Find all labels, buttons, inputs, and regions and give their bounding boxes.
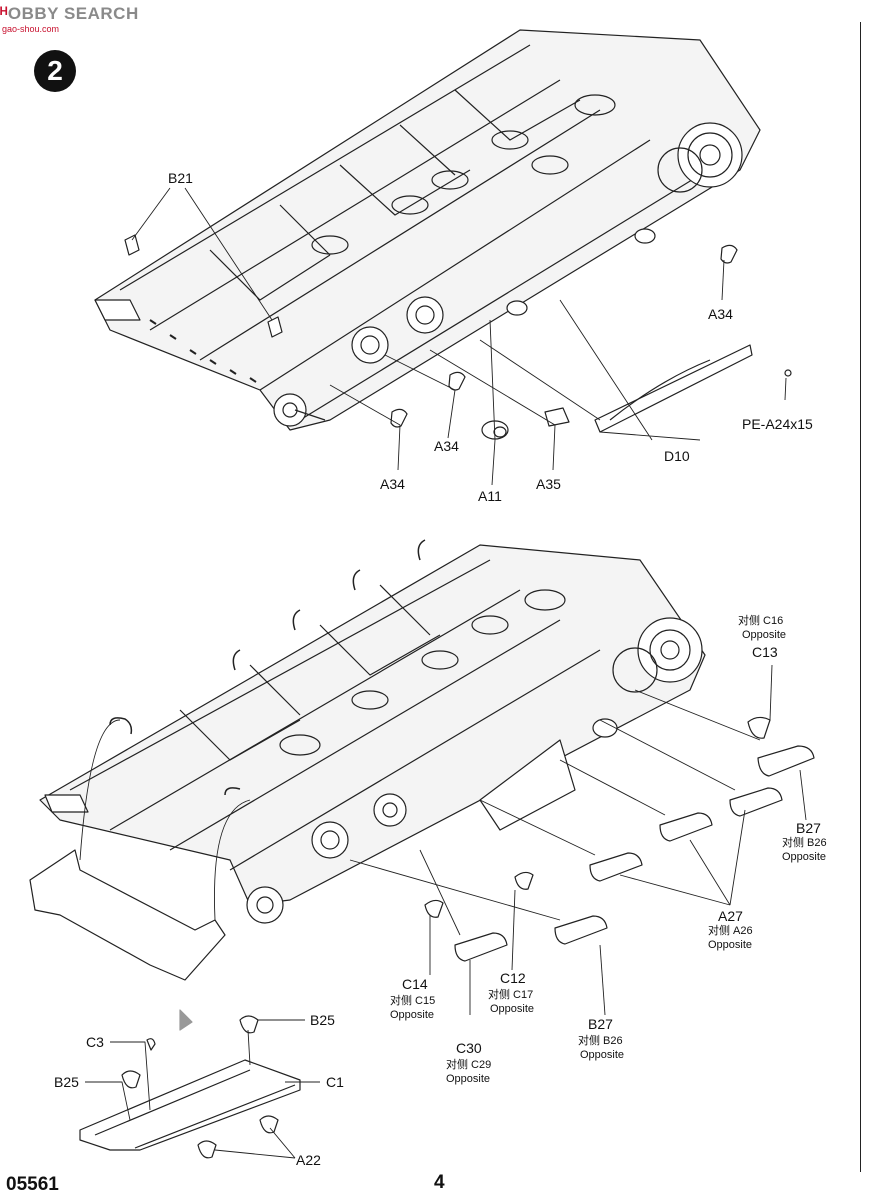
label-a11: A11	[478, 488, 502, 504]
torsion-arms	[424, 716, 815, 962]
label-a27: A27	[718, 908, 743, 924]
label-c16-opposite-line: 对侧 C16	[738, 615, 784, 627]
label-a22: A22	[296, 1152, 321, 1168]
step-number-badge: 2	[34, 50, 76, 92]
label-b26-right-opposite: Opposite	[782, 851, 827, 863]
label-c14: C14	[402, 976, 428, 992]
label-c15-line: 对侧 C15	[390, 995, 436, 1007]
label-b27-right: B27	[796, 820, 821, 836]
watermark-brand-a: ᴴ	[0, 4, 8, 23]
label-c29-line: 对侧 C29	[446, 1059, 492, 1071]
label-a35: A35	[536, 476, 561, 492]
page-number: 4	[434, 1172, 445, 1193]
watermark: ᴴOBBY SEARCH	[0, 4, 139, 24]
watermark-site: gao-shou.com	[2, 24, 60, 34]
label-c17-opposite: Opposite	[490, 1003, 535, 1015]
upper-hull-assembly	[94, 29, 761, 431]
label-b25-left: B25	[54, 1074, 79, 1090]
label-b21: B21	[168, 170, 193, 186]
label-c13: C13	[752, 644, 778, 660]
watermark-brand-b: OBBY SEARCH	[7, 4, 139, 23]
label-b25-top: B25	[310, 1012, 335, 1028]
label-d10: D10	[664, 448, 690, 464]
label-b26-right-line: 对侧 B26	[782, 837, 827, 849]
product-code: 05561	[6, 1174, 59, 1195]
label-c30: C30	[456, 1040, 482, 1056]
lower-leaders	[349, 664, 807, 1016]
label-pe-a24x15: PE-A24x15	[742, 416, 813, 432]
label-a26-opposite: Opposite	[708, 939, 753, 951]
label-c1: C1	[326, 1074, 344, 1090]
label-a26-line: 对侧 A26	[708, 925, 753, 937]
sub-assembly-leaders	[85, 1019, 320, 1159]
upper-leaders	[131, 187, 787, 486]
label-b27-mid: B27	[588, 1016, 613, 1032]
lower-hull-assembly	[39, 539, 706, 924]
lower-side-bracket	[29, 717, 251, 981]
label-c3: C3	[86, 1034, 104, 1050]
label-b26-mid-opposite: Opposite	[580, 1049, 625, 1061]
label-a34-left: A34	[380, 476, 405, 492]
page-frame	[14, 22, 861, 1172]
sub-assembly	[79, 1009, 301, 1159]
label-c15-opposite: Opposite	[390, 1009, 435, 1021]
label-c17-line: 对侧 C17	[488, 989, 534, 1001]
label-a34-mid: A34	[434, 438, 459, 454]
label-c29-opposite: Opposite	[446, 1073, 491, 1085]
label-c16-opposite: Opposite	[742, 629, 787, 641]
label-b26-mid-line: 对侧 B26	[578, 1035, 623, 1047]
upper-parts	[124, 228, 792, 440]
label-c12: C12	[500, 970, 526, 986]
label-a34-right: A34	[708, 306, 733, 322]
